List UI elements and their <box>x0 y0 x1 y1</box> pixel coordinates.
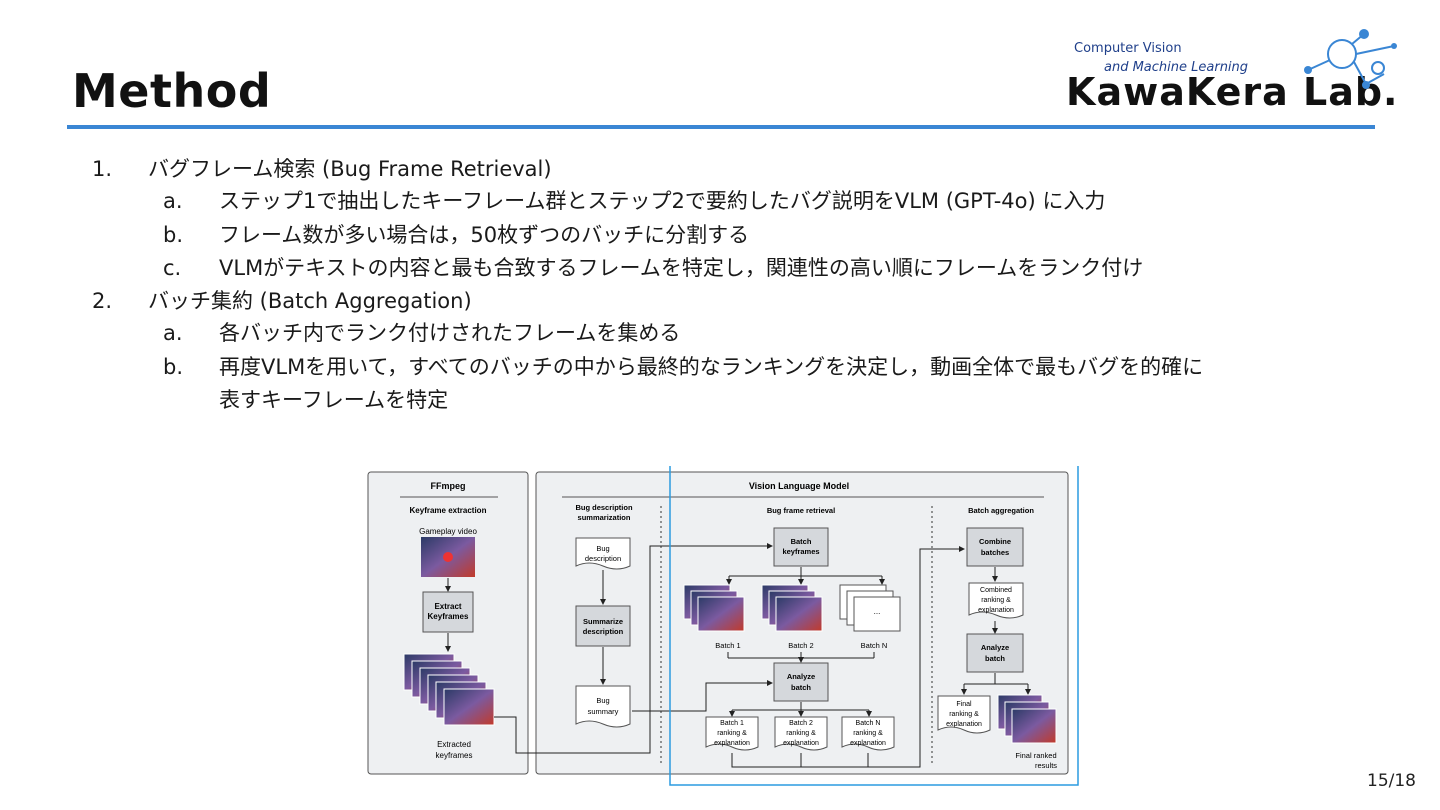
svg-text:Combined: Combined <box>980 587 1012 594</box>
svg-text:Bug description: Bug description <box>575 503 633 512</box>
combine-batches-box <box>966 527 1024 567</box>
network-nodes-icon <box>1304 29 1397 89</box>
svg-text:Extract: Extract <box>434 602 461 611</box>
svg-text:Bug frame retrieval: Bug frame retrieval <box>767 506 835 515</box>
svg-text:summarization: summarization <box>578 513 631 522</box>
svg-text:Batch aggregation: Batch aggregation <box>968 506 1034 515</box>
svg-text:explanation: explanation <box>783 740 819 747</box>
extracted-keyframes-stack <box>403 653 495 726</box>
pipeline-figure: FFmpeg Keyframe extraction Gameplay vide… <box>364 462 1084 788</box>
svg-text:Final ranked: Final ranked <box>1015 751 1056 760</box>
svg-text:ranking &: ranking & <box>786 730 816 737</box>
svg-text:Batch: Batch <box>791 537 812 546</box>
logo-line2: and Machine Learning <box>1104 60 1249 75</box>
final-results-images <box>997 694 1057 744</box>
ffmpeg-title: FFmpeg <box>431 481 466 491</box>
svg-text:explanation: explanation <box>850 740 886 747</box>
svg-text:Batch 2: Batch 2 <box>789 720 813 727</box>
svg-text:Bug: Bug <box>596 696 609 705</box>
svg-text:...: ... <box>874 607 881 616</box>
slide-title: Method <box>72 64 272 118</box>
svg-text:description: description <box>585 554 621 563</box>
final-ranking-doc <box>937 695 991 734</box>
svg-text:Batch 1: Batch 1 <box>715 641 740 650</box>
lab-logo: Computer Vision and Machine Learning Kaw… <box>1060 26 1400 116</box>
svg-text:description: description <box>583 627 624 636</box>
svg-text:Summarize: Summarize <box>583 617 623 626</box>
svg-text:Final: Final <box>956 701 972 708</box>
batch-2-output-doc <box>774 716 828 751</box>
ffmpeg-subtitle: Keyframe extraction <box>410 506 487 515</box>
analyze-batch-final-box <box>966 633 1024 673</box>
video-label: Gameplay video <box>419 527 477 536</box>
svg-text:summary: summary <box>588 707 619 716</box>
svg-text:Batch N: Batch N <box>856 720 881 727</box>
combined-ranking-doc <box>968 582 1024 619</box>
batch-n-docs: ... <box>839 584 901 632</box>
svg-text:keyframes: keyframes <box>782 547 819 556</box>
svg-text:explanation: explanation <box>714 740 750 747</box>
title-divider <box>67 125 1375 129</box>
svg-text:ranking &: ranking & <box>981 597 1011 604</box>
logo-line1: Computer Vision <box>1074 41 1182 56</box>
svg-text:Keyframes: Keyframes <box>428 612 469 621</box>
svg-text:ranking &: ranking & <box>949 711 979 718</box>
batch-1-images <box>683 584 745 632</box>
svg-text:Analyze: Analyze <box>981 643 1009 652</box>
svg-text:results: results <box>1035 761 1057 770</box>
svg-text:Batch 1: Batch 1 <box>720 720 744 727</box>
svg-text:batches: batches <box>981 548 1009 557</box>
svg-text:explanation: explanation <box>978 607 1014 614</box>
svg-text:keyframes: keyframes <box>436 751 473 760</box>
batch-1-output-doc <box>705 716 759 751</box>
extract-keyframes-box <box>422 591 474 633</box>
svg-text:ranking &: ranking & <box>717 730 747 737</box>
svg-text:Analyze: Analyze <box>787 672 815 681</box>
svg-text:Batch N: Batch N <box>861 641 888 650</box>
svg-text:explanation: explanation <box>946 721 982 728</box>
svg-text:Batch 2: Batch 2 <box>788 641 813 650</box>
pipeline-diagram: FFmpeg Keyframe extraction Gameplay vide… <box>367 462 1079 786</box>
bug-description-doc <box>575 537 631 570</box>
svg-text:batch: batch <box>791 683 811 692</box>
batch-2-images <box>761 584 823 632</box>
svg-text:Extracted: Extracted <box>437 740 471 749</box>
svg-text:batch: batch <box>985 654 1005 663</box>
batch-keyframes-box <box>773 527 829 567</box>
svg-text:Combine: Combine <box>979 537 1011 546</box>
svg-text:ranking &: ranking & <box>853 730 883 737</box>
analyze-batch-box <box>773 662 829 702</box>
summarize-description-box <box>575 605 631 647</box>
page-number: 15/18 <box>1367 771 1416 791</box>
logo-name: KawaKera Lab. <box>1066 70 1399 114</box>
svg-text:Bug: Bug <box>596 544 609 553</box>
bug-summary-doc <box>575 685 631 728</box>
batch-n-output-doc <box>841 716 895 751</box>
vlm-title: Vision Language Model <box>749 481 849 491</box>
